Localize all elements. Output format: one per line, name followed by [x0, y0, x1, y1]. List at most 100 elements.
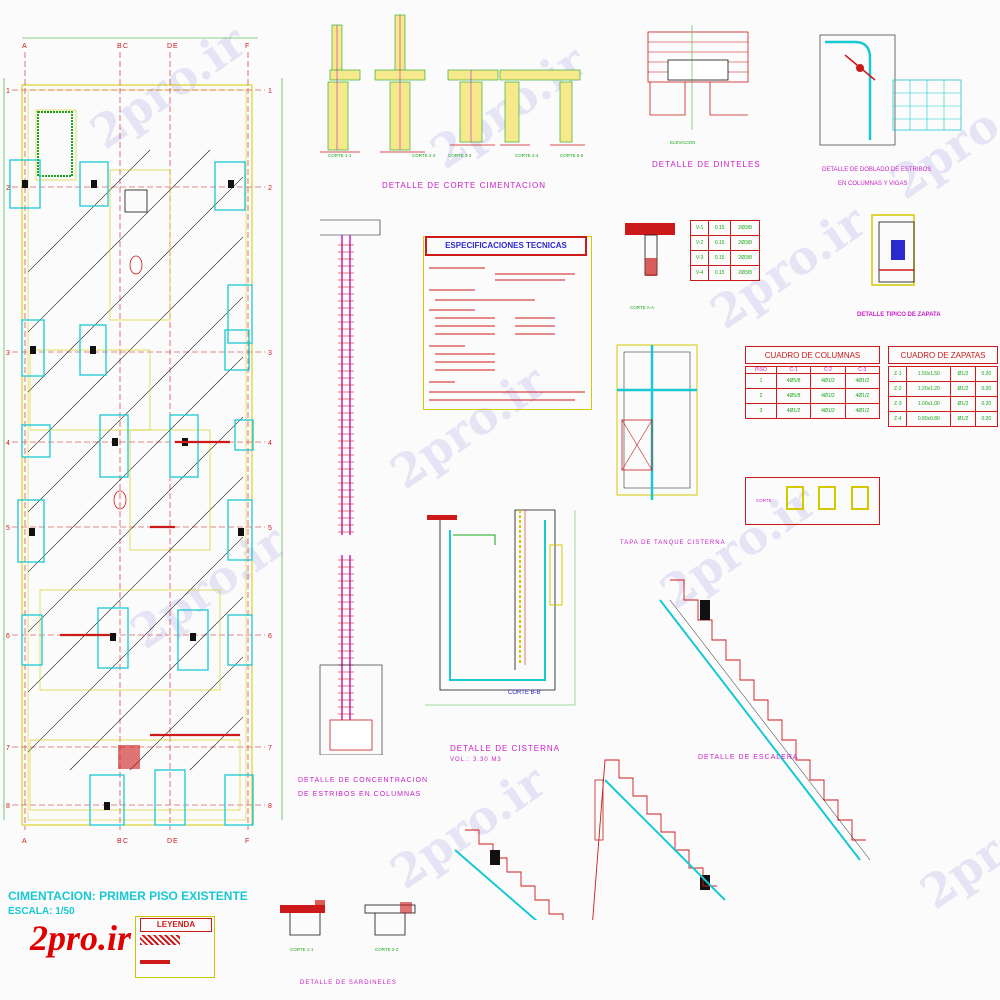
doblado-subtitle: EN COLUMNAS Y VIGAS [838, 181, 908, 187]
table-cell: V-3 [689, 250, 710, 266]
table-cell: Z-2 [887, 381, 908, 397]
table-header-cell: C-3 [844, 366, 881, 374]
tapa-tanque-title: TAPA DE TANQUE CISTERNA [620, 540, 726, 546]
especificaciones-title: ESPECIFICACIONES TECNICAS [425, 236, 587, 256]
table-cell: 4Ø1/2 [844, 388, 881, 404]
dinteles-title: DETALLE DE DINTELES [652, 160, 761, 169]
corte-4-label: CORTE 4-4 [515, 153, 539, 158]
axis-row-label: 1 [268, 88, 272, 95]
table-cell: 4Ø1/2 [810, 373, 846, 389]
table-cell: V-1 [689, 220, 710, 236]
table-cell: 0.20 [974, 411, 999, 427]
table-cell: Z-4 [887, 411, 908, 427]
axis-row-label: 6 [268, 633, 272, 640]
escalera-title: DETALLE DE ESCALERA [698, 754, 799, 761]
table-cell: V-4 [689, 265, 710, 281]
elevacion-label: ELEVACION [670, 140, 696, 145]
tipico-zapata-title: DETALLE TIPICO DE ZAPATA [857, 312, 941, 318]
plan-title: CIMENTACION: PRIMER PISO EXISTENTE [8, 889, 248, 903]
table-cell: 0.15 [708, 265, 732, 281]
tipico-zapata-detail [871, 214, 915, 286]
axis-column-label: B [117, 43, 122, 50]
sardinel-corte-1: CORTE 1-1 [290, 947, 314, 952]
table-cell: 0.15 [708, 250, 732, 266]
cisterna-detail [425, 509, 576, 706]
legend-box [135, 916, 215, 978]
table-cell: Ø1/2 [950, 366, 976, 382]
watermark: 2pro.ir [910, 774, 1000, 920]
axis-column-label: E [173, 43, 178, 50]
escalera-lower-detail [454, 759, 726, 920]
axis-row-label: 5 [6, 525, 10, 532]
table-cell: 2Ø3/8 [730, 220, 760, 236]
concentracion-estribos-detail [319, 219, 383, 755]
doblado-title: DETALLE DE DOBLADO DE ESTRIBOS [822, 167, 932, 173]
cisterna-volume: VOL.: 3.30 M3 [450, 757, 502, 763]
especificaciones-text [429, 267, 585, 401]
axis-column-label: D [167, 838, 172, 845]
axis-row-label: 1 [6, 88, 10, 95]
table-cell: Z-1 [887, 366, 908, 382]
sardineles-detail [280, 900, 416, 936]
table-cell: 0.80x0.80 [906, 411, 952, 427]
axis-row-label: 7 [6, 745, 10, 752]
axis-column-label: F [245, 838, 249, 845]
table-cell: 4Ø1/2 [844, 403, 881, 419]
axis-row-label: 5 [268, 525, 272, 532]
axis-column-label: D [167, 43, 172, 50]
table-cell: Z-3 [887, 396, 908, 412]
axis-column-label: C [123, 43, 128, 50]
table-cell: 1.20x1.20 [906, 381, 952, 397]
cuadro-zapatas-title: CUADRO DE ZAPATAS [888, 346, 998, 364]
cuadro-columnas-title: CUADRO DE COLUMNAS [745, 346, 880, 364]
foundation-sections [320, 14, 585, 153]
table-cell: 2Ø3/8 [730, 265, 760, 281]
table-cell: Ø1/2 [950, 381, 976, 397]
sardineles-title: DETALLE DE SARDINELES [300, 980, 397, 986]
corte-5-label: CORTE 5-5 [560, 153, 584, 158]
table-cell: 0.20 [974, 396, 999, 412]
table-cell: Ø1/2 [950, 411, 976, 427]
doblado-detail [819, 34, 962, 146]
cuadro-columnas-corte-row: CORTE [745, 477, 880, 525]
table-cell: 4Ø5/8 [775, 388, 812, 404]
table-cell: 4Ø1/2 [810, 388, 846, 404]
axis-row-label: 3 [268, 350, 272, 357]
corte-cimentacion-title: DETALLE DE CORTE CIMENTACION [382, 181, 547, 190]
legend-title: LEYENDA [140, 918, 212, 932]
corte-1-label: CORTE 1-1 [328, 153, 352, 158]
table-cell: 3 [745, 403, 777, 419]
axis-row-label: 8 [268, 803, 272, 810]
tapa-tanque-detail [616, 344, 698, 500]
axis-row-label: 3 [6, 350, 10, 357]
table-header-cell: PISO [745, 366, 777, 374]
table-cell: 0.20 [974, 381, 999, 397]
axis-row-label: 6 [6, 633, 10, 640]
escalera-upper-detail [659, 579, 871, 890]
axis-column-label: B [117, 838, 122, 845]
table-cell: 1 [745, 373, 777, 389]
corte-2-label: CORTE 2-2 [412, 153, 436, 158]
table-header-cell: C-2 [810, 366, 846, 374]
legend-line [140, 960, 170, 964]
corte-3-label: CORTE 3-3 [448, 153, 472, 158]
dinteles-detail [647, 25, 749, 130]
table-cell: 0.20 [974, 366, 999, 382]
table-cell: 4Ø1/2 [810, 403, 846, 419]
axis-column-label: E [173, 838, 178, 845]
